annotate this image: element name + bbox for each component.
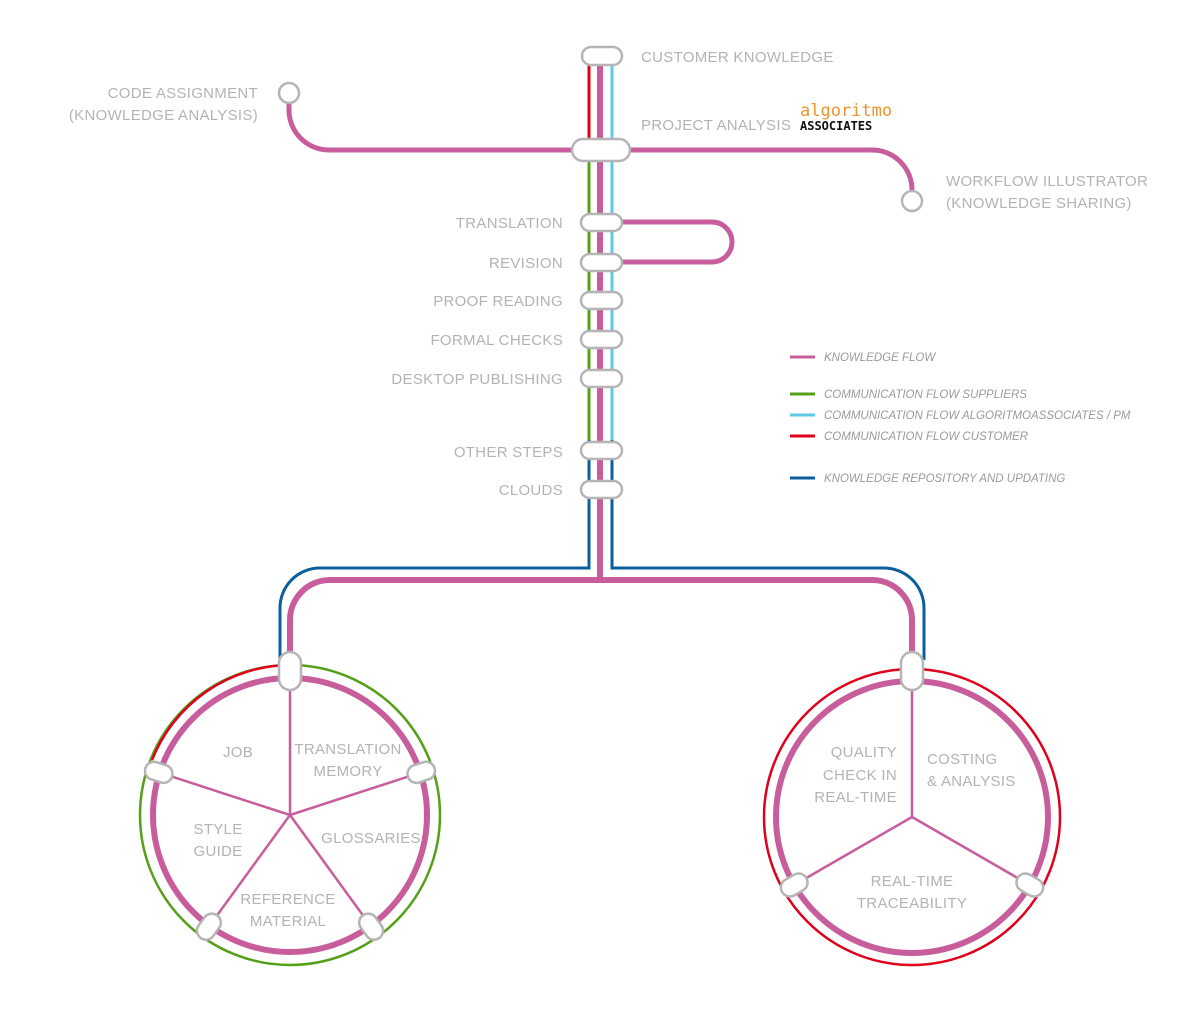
repository-line	[610, 440, 926, 660]
label-code-assignment-1: CODE ASSIGNMENT	[108, 85, 258, 102]
repository-line	[278, 440, 591, 660]
revision-loop-line	[620, 219, 735, 265]
right-wheel-spoke	[911, 815, 1031, 887]
workflow-illustrator-line	[600, 147, 915, 192]
right-wheel: QUALITY CHECK IN REAL-TIME COSTING & ANA…	[762, 650, 1062, 967]
label-formal-checks: FORMAL CHECKS	[430, 332, 563, 349]
left-wheel: JOB TRANSLATION MEMORY GLOSSARIES REFERE…	[138, 650, 442, 967]
segment-translation-memory-1: TRANSLATION	[294, 741, 401, 758]
segment-quality-check-3: REAL-TIME	[814, 789, 897, 806]
segment-style-guide-1: STYLE	[193, 821, 242, 838]
left-wheel-top-station[interactable]	[277, 650, 303, 692]
segment-costing-2: & ANALYSIS	[927, 773, 1016, 790]
station-formal-checks[interactable]	[579, 329, 624, 350]
label-code-assignment-2: (KNOWLEDGE ANALYSIS)	[69, 107, 258, 124]
station-workflow-illustrator[interactable]	[900, 189, 924, 213]
left-wheel-rim-station[interactable]	[356, 910, 387, 943]
label-project-analysis: PROJECT ANALYSIS	[641, 117, 791, 134]
segment-quality-check-2: CHECK IN	[823, 767, 897, 784]
label-revision: REVISION	[489, 255, 563, 272]
station-desktop-publishing[interactable]	[579, 368, 624, 389]
legend-label: KNOWLEDGE FLOW	[824, 352, 936, 364]
code-assignment-line	[286, 104, 600, 153]
legend-label: KNOWLEDGE REPOSITORY AND UPDATING	[824, 473, 1065, 485]
segment-traceability-2: TRACEABILITY	[857, 895, 967, 912]
right-wheel-spokes	[793, 681, 1031, 887]
left-wheel-rim-station[interactable]	[143, 759, 175, 785]
label-desktop-publishing: DESKTOP PUBLISHING	[391, 371, 563, 388]
label-other-steps: OTHER STEPS	[454, 444, 563, 461]
knowledge-flow-branch	[287, 577, 600, 680]
right-wheel-rim-station[interactable]	[1013, 870, 1046, 900]
segment-quality-check-1: QUALITY	[831, 744, 897, 761]
brand-logo-top: algoritmo	[800, 101, 892, 121]
label-translation: TRANSLATION	[456, 215, 563, 232]
left-wheel-customer-arc	[150, 663, 291, 761]
label-workflow-illustrator-1: WORKFLOW ILLUSTRATOR	[946, 173, 1148, 190]
station-labels: CUSTOMER KNOWLEDGE PROJECT ANALYSIS CODE…	[69, 49, 1148, 499]
segment-glossaries: GLOSSARIES	[321, 830, 421, 847]
segment-translation-memory-2: MEMORY	[313, 763, 382, 780]
right-wheel-spoke	[793, 815, 913, 887]
segment-reference-material-2: MATERIAL	[250, 913, 326, 930]
legend-label: COMMUNICATION FLOW ALGORITMOASSOCIATES /…	[824, 410, 1131, 422]
segment-costing-1: COSTING	[927, 751, 997, 768]
station-project-analysis[interactable]	[570, 137, 632, 163]
station-clouds[interactable]	[579, 479, 624, 500]
legend-label: COMMUNICATION FLOW CUSTOMER	[824, 431, 1028, 443]
left-wheel-rim-station[interactable]	[405, 759, 437, 785]
right-wheel-rim-station[interactable]	[778, 870, 811, 900]
segment-job: JOB	[223, 744, 253, 761]
right-wheel-top-station[interactable]	[899, 650, 925, 692]
left-wheel-spoke	[207, 814, 292, 928]
label-workflow-illustrator-2: (KNOWLEDGE SHARING)	[946, 195, 1132, 212]
left-wheel-spoke	[289, 771, 422, 817]
brand-logo: algoritmo ASSOCIATES	[800, 101, 892, 133]
segment-style-guide-2: GUIDE	[193, 843, 242, 860]
station-code-assignment[interactable]	[277, 81, 301, 105]
station-customer-knowledge[interactable]	[580, 45, 624, 67]
legend-label: COMMUNICATION FLOW SUPPLIERS	[824, 389, 1027, 401]
left-wheel-rim-station[interactable]	[193, 910, 224, 943]
segment-reference-material-1: REFERENCE	[240, 891, 335, 908]
station-other-steps[interactable]	[579, 440, 624, 461]
left-wheel-spoke	[288, 814, 373, 928]
left-wheel-spoke	[158, 771, 291, 817]
station-proof-reading[interactable]	[579, 290, 624, 311]
brand-logo-bottom: ASSOCIATES	[800, 119, 872, 133]
left-wheel-spokes	[158, 677, 422, 928]
stations	[277, 45, 924, 500]
label-customer-knowledge: CUSTOMER KNOWLEDGE	[641, 49, 834, 66]
station-translation[interactable]	[579, 212, 624, 233]
legend: KNOWLEDGE FLOW COMMUNICATION FLOW SUPPLI…	[790, 352, 1131, 485]
segment-traceability-1: REAL-TIME	[871, 873, 954, 890]
station-revision[interactable]	[579, 252, 624, 273]
label-clouds: CLOUDS	[499, 482, 563, 499]
label-proof-reading: PROOF READING	[433, 293, 563, 310]
knowledge-flow-branch	[600, 577, 915, 680]
